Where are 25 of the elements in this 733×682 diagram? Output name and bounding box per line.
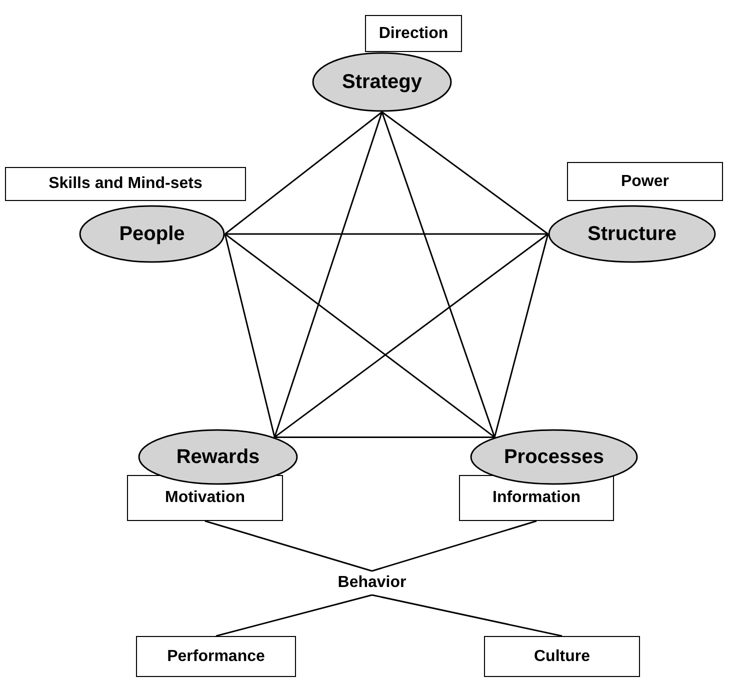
connector-line (382, 111, 548, 235)
text-box: Culture (484, 636, 640, 677)
text-box: Performance (136, 636, 296, 677)
connector-line (225, 233, 548, 235)
connector-line (274, 436, 495, 438)
text-box: Power (567, 162, 723, 201)
node-label: Rewards (176, 446, 260, 468)
connector-line (372, 594, 562, 637)
connector-line (216, 594, 372, 637)
text-box: Direction (365, 15, 462, 52)
connector-line (494, 234, 549, 438)
node-label: Structure (588, 222, 676, 246)
connector-line (274, 233, 548, 438)
text-box: Skills and Mind-sets (5, 167, 246, 201)
connector-line (274, 112, 383, 438)
connector-line (224, 111, 382, 235)
node-label: Processes (504, 446, 604, 468)
connector-line (372, 520, 537, 572)
connector-line (224, 233, 496, 438)
node-label: People (119, 222, 185, 246)
connector-line (204, 520, 372, 572)
node-label: Behavior (330, 571, 414, 595)
connector-line (224, 234, 276, 438)
node-label: Strategy (342, 70, 422, 94)
connector-line (381, 112, 496, 438)
